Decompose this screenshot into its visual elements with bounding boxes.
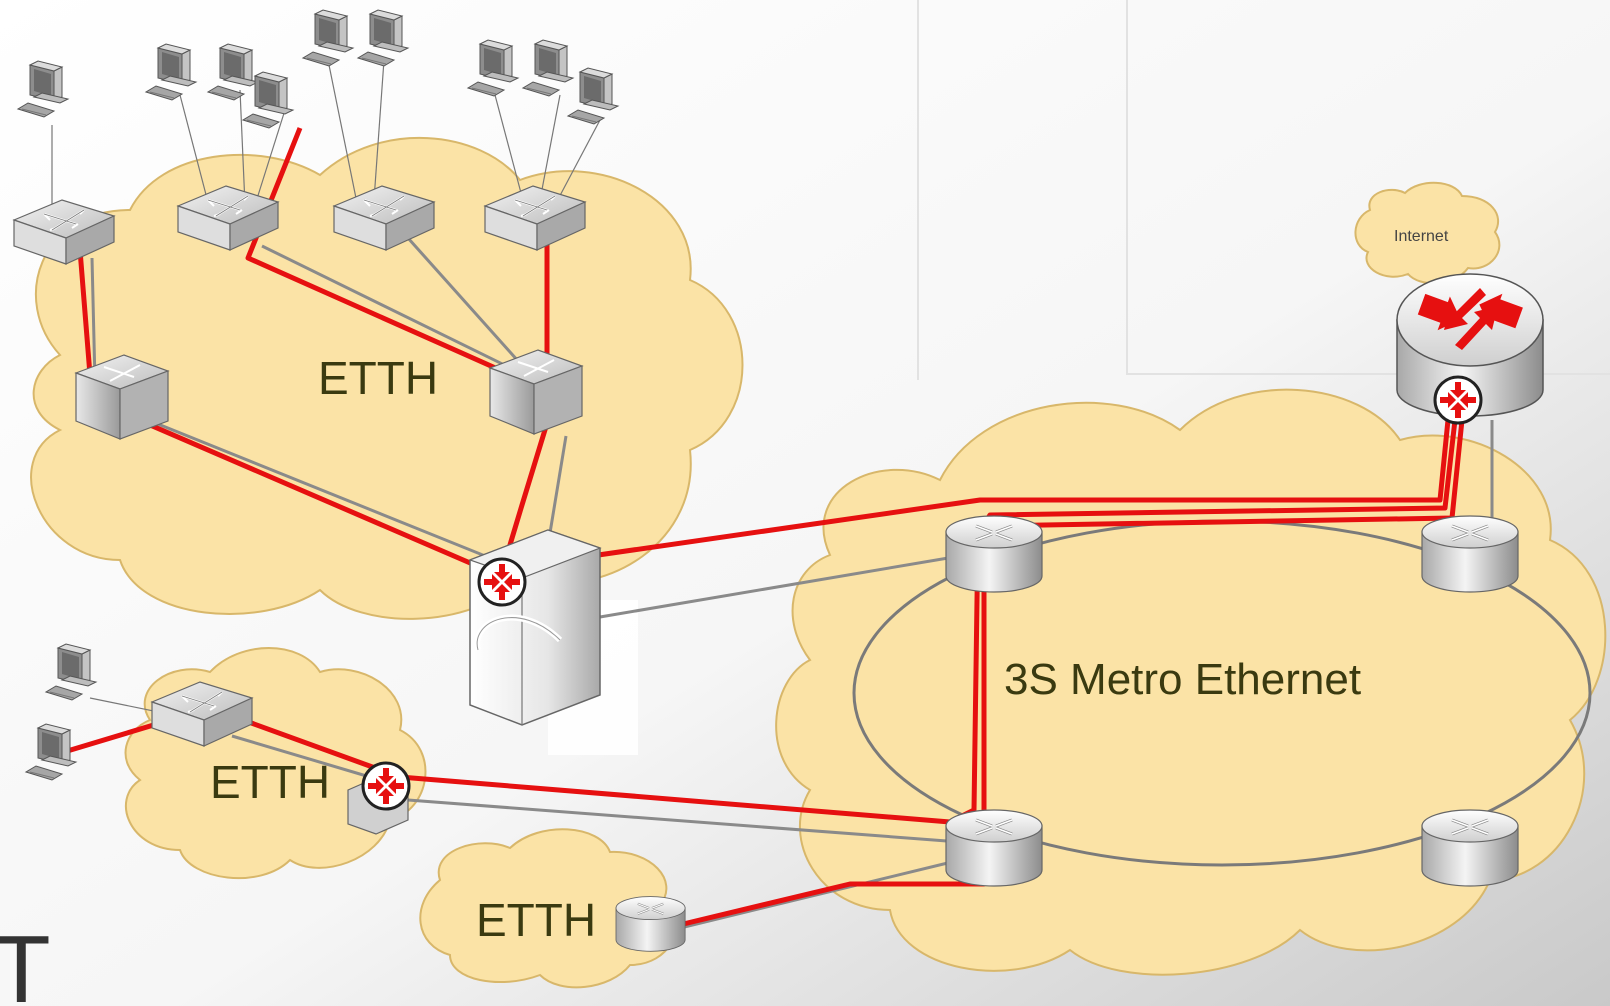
aggregation-switch-icon bbox=[489, 349, 583, 435]
etth-small-label: ETTH bbox=[210, 756, 330, 808]
router-icon bbox=[944, 808, 1044, 888]
internet-label: Internet bbox=[1394, 228, 1449, 245]
router-icon bbox=[1420, 514, 1520, 594]
aggregation-switch-icon bbox=[75, 354, 169, 440]
etth-main-cloud bbox=[30, 137, 744, 620]
router-icon bbox=[944, 514, 1044, 594]
edge-glyph: T bbox=[0, 916, 51, 1006]
chassis-switch-icon bbox=[468, 529, 602, 726]
router-icon bbox=[614, 895, 687, 953]
router-badge-icon bbox=[361, 761, 411, 811]
etth-main-label: ETTH bbox=[318, 352, 438, 404]
etth-bottom-label: ETTH bbox=[476, 894, 596, 946]
internet-cloud bbox=[1354, 181, 1501, 285]
metro-label: 3S Metro Ethernet bbox=[1004, 655, 1361, 704]
router-badge-icon bbox=[1433, 375, 1483, 425]
router-icon bbox=[1420, 808, 1520, 888]
router-badge-icon bbox=[477, 557, 527, 607]
gray-links bbox=[90, 237, 1494, 932]
